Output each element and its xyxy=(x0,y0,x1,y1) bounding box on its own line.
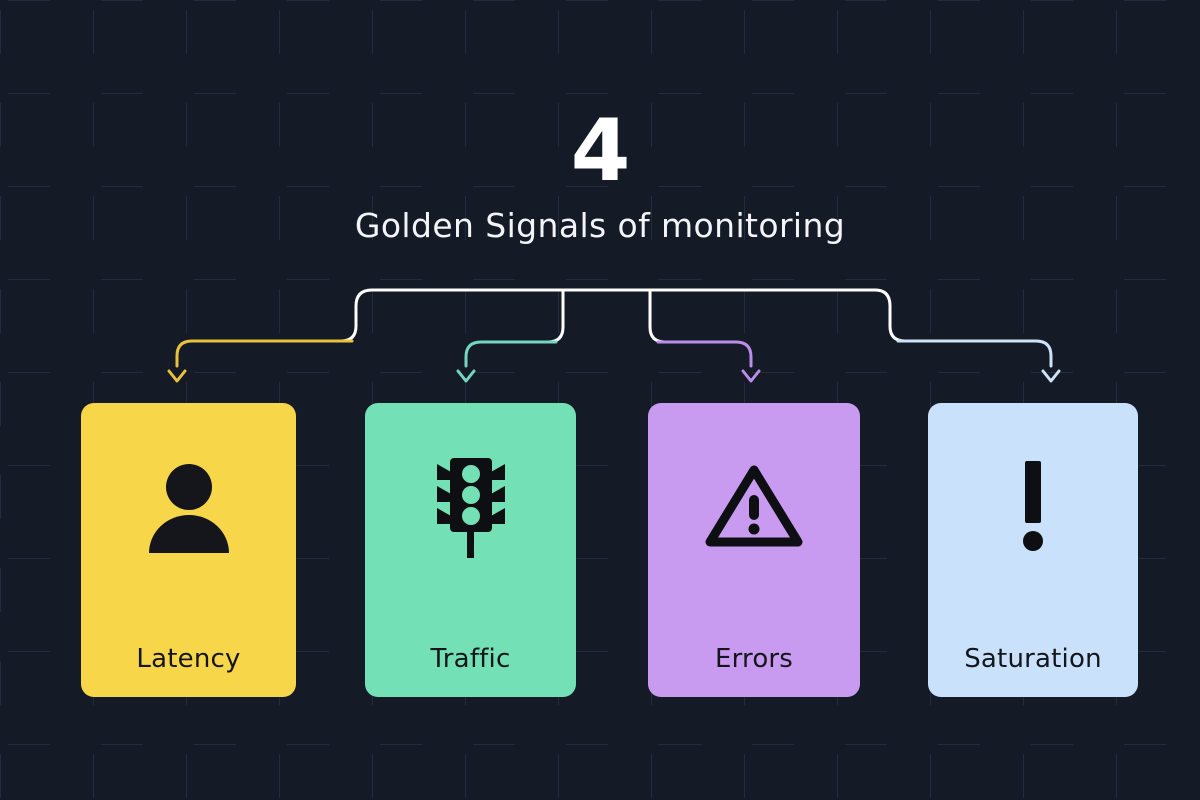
connector-latency xyxy=(167,339,354,383)
card-label-latency: Latency xyxy=(136,644,241,674)
trunk-elbow-errors xyxy=(648,289,667,344)
header: 4 Golden Signals of monitoring xyxy=(0,108,1200,244)
warning-triangle-icon xyxy=(704,455,804,559)
connector-traffic xyxy=(456,340,558,383)
card-saturation[interactable]: Saturation xyxy=(928,403,1138,697)
trunk-elbow-left xyxy=(339,288,374,343)
trunk-elbow-right xyxy=(873,288,907,343)
page-title-number: 4 xyxy=(570,101,631,201)
card-label-saturation: Saturation xyxy=(964,644,1102,674)
trunk-elbow-traffic xyxy=(546,289,565,344)
card-label-errors: Errors xyxy=(714,644,794,674)
card-errors[interactable]: Errors xyxy=(648,403,860,697)
card-latency[interactable]: Latency xyxy=(81,403,296,697)
traffic-light-icon xyxy=(425,455,517,559)
card-label-traffic: Traffic xyxy=(430,644,511,674)
exclamation-mark-icon xyxy=(1013,455,1053,559)
page-subtitle: Golden Signals of monitoring xyxy=(354,206,846,245)
connector-errors xyxy=(656,340,761,383)
connector-saturation xyxy=(896,339,1061,383)
card-traffic[interactable]: Traffic xyxy=(365,403,576,697)
user-icon xyxy=(145,455,233,559)
